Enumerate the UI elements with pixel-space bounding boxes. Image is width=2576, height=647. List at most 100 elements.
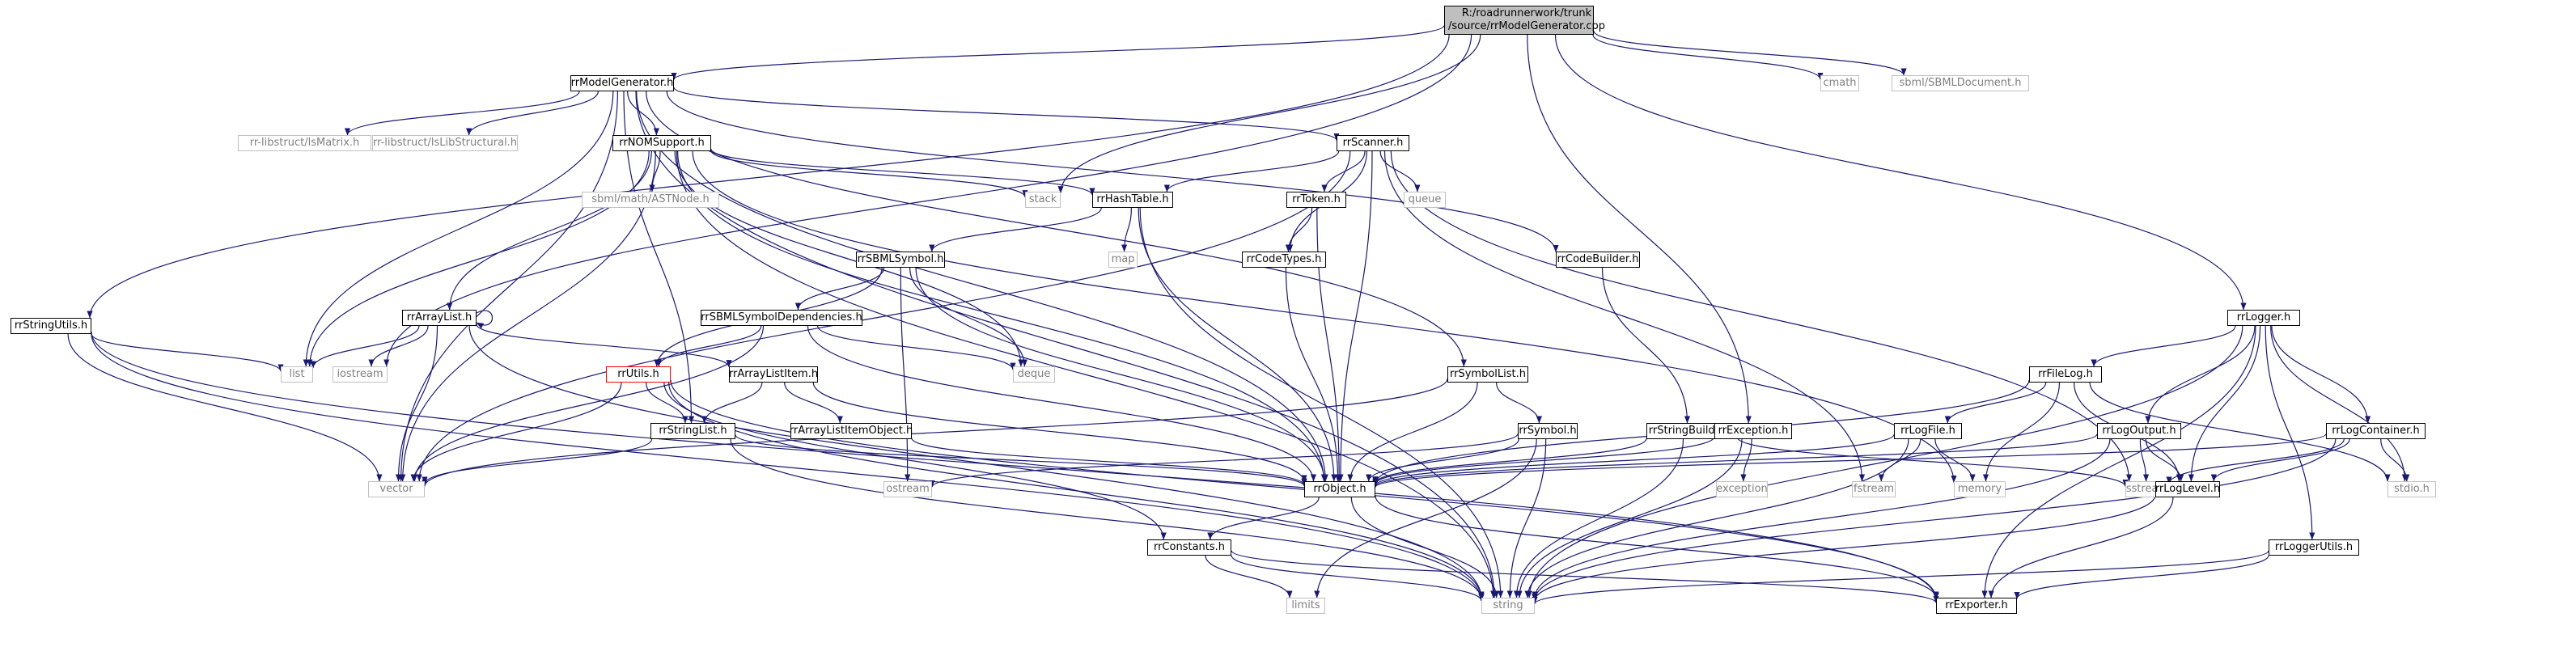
edge-arraylistitem-to-arraylistitemobj [784, 382, 843, 424]
edge-scanner-to-sstream [1390, 150, 2133, 482]
node-iostream: iostream [333, 366, 388, 383]
node-symbollist[interactable]: rrSymbolList.h [1447, 366, 1528, 383]
edge-logger-to-loglevel [2188, 325, 2261, 482]
edge-logfile-to-fstream [1878, 438, 1921, 482]
edge-logfile-to-memory [1934, 438, 1976, 482]
node-string: string [1481, 598, 1535, 614]
node-scanner[interactable]: rrScanner.h [1337, 135, 1409, 151]
node-stringlist[interactable]: rrStringList.h [650, 423, 735, 439]
node-label: rrHashTable.h [1096, 193, 1169, 205]
node-label: list [289, 368, 305, 380]
edge-filelog-to-memory [1982, 382, 2061, 482]
edge-logfile-to-object [1372, 433, 1895, 487]
edge-nomsupport-to-astnode [649, 150, 661, 192]
node-label: iostream [337, 368, 383, 380]
node-label: rrStringUtils.h [14, 319, 88, 332]
node-label: rrCodeTypes.h [1246, 253, 1322, 265]
node-loggerutils[interactable]: rrLoggerUtils.h [2269, 539, 2359, 556]
edge-logoutput-to-object [1372, 433, 2098, 488]
node-sbmldoc: sbml/SBMLDocument.h [1892, 75, 2029, 91]
node-label: rrToken.h [1292, 193, 1341, 205]
node-label: rrExporter.h [1945, 599, 2008, 611]
node-label: rrSymbolList.h [1450, 368, 1526, 380]
edge-nomsupport-to-string [676, 150, 1497, 598]
edge-arraylist-to-iostream [368, 325, 429, 367]
edge-utils-to-exporter [670, 379, 1939, 599]
edge-symdeps-to-vector [411, 325, 765, 482]
edge-nomsupport-to-hashtable [710, 149, 1095, 196]
node-object[interactable]: rrObject.h [1304, 481, 1375, 497]
node-codetypes[interactable]: rrCodeTypes.h [1242, 252, 1326, 268]
node-symdeps[interactable]: rrSBMLSymbolDependencies.h [701, 310, 862, 326]
node-exception[interactable]: rrException.h [1714, 423, 1792, 439]
node-arraylistitem[interactable]: rrArrayListItem.h [729, 366, 818, 383]
edge-logger-to-logoutput [2145, 325, 2256, 424]
edge-codebuilder-to-stringbuilder [1601, 267, 1691, 424]
edge-modelgen-to-codebuilder [666, 91, 1559, 253]
node-memory: memory [1954, 481, 2006, 497]
node-loglevel[interactable]: rrLogLevel.h [2155, 481, 2220, 497]
edge-logger-to-exporter [1981, 325, 2256, 598]
node-logger[interactable]: rrLogger.h [2227, 310, 2300, 326]
node-label: sbml/math/ASTNode.h [591, 193, 710, 205]
edge-symbollist-to-symbol [1496, 382, 1542, 424]
node-label: sbml/SBMLDocument.h [1899, 77, 2022, 89]
node-stack: stack [1025, 192, 1061, 208]
node-limits: limits [1286, 598, 1325, 614]
edge-arraylistitem-to-object [812, 382, 1307, 483]
node-label: rrLogOutput.h [2102, 425, 2176, 437]
edge-stringutils-to-vector [67, 333, 383, 482]
node-label: /source/rrModelGenerator.cpp [1448, 20, 1606, 32]
node-modelgen[interactable]: rrModelGenerator.h [570, 75, 674, 91]
node-constants[interactable]: rrConstants.h [1147, 539, 1231, 556]
node-logoutput[interactable]: rrLogOutput.h [2097, 423, 2181, 439]
node-filelog[interactable]: rrFileLog.h [2029, 366, 2102, 383]
node-label: rrScanner.h [1342, 137, 1404, 149]
node-astnode: sbml/math/ASTNode.h [582, 192, 719, 208]
edge-logger-to-loggerutils [2265, 325, 2315, 540]
node-label: limits [1291, 599, 1320, 611]
node-label: cmath [1823, 77, 1857, 89]
edge-loggerutils-to-exporter [2014, 555, 2269, 599]
edge-utils-to-constants [663, 382, 1167, 540]
node-label: rrSBMLSymbolDependencies.h [701, 311, 862, 324]
node-label: rrLogFile.h [1900, 425, 1955, 437]
node-nomsupport[interactable]: rrNOMSupport.h [612, 135, 711, 151]
edge-scanner-to-queue [1379, 150, 1421, 192]
edge-object-to-string [1350, 497, 1500, 598]
node-symbol[interactable]: rrSymbol.h [1518, 423, 1578, 439]
node-label: rrSymbol.h [1519, 425, 1577, 437]
node-codebuilder[interactable]: rrCodeBuilder.h [1556, 252, 1640, 268]
edge-root-to-logger [1554, 34, 2247, 311]
node-arraylistitemobj[interactable]: rrArrayListItemObject.h [790, 423, 913, 439]
node-hashtable[interactable]: rrHashTable.h [1092, 192, 1173, 208]
edge-logcontainer-to-object [1372, 433, 2327, 488]
edge-loggerutils-to-string [1532, 550, 2269, 605]
node-utils[interactable]: rrUtils.h [606, 366, 671, 383]
node-label: queue [1408, 193, 1442, 205]
edge-hashtable-to-sbmlsymbol [929, 207, 1102, 252]
node-token[interactable]: rrToken.h [1286, 192, 1346, 208]
edge-logoutput-to-sstream [2139, 438, 2150, 482]
node-logcontainer[interactable]: rrLogContainer.h [2326, 423, 2426, 439]
node-stringutils[interactable]: rrStringUtils.h [11, 318, 91, 334]
edge-root-to-sbmldoc [1593, 30, 1907, 76]
node-logfile[interactable]: rrLogFile.h [1894, 423, 1962, 439]
node-fstream: fstream [1852, 481, 1896, 497]
edge-nomsupport-to-vector [400, 150, 656, 482]
node-sbmlsymbol[interactable]: rrSBMLSymbol.h [856, 252, 945, 268]
edge-object-to-exporter [1375, 496, 1939, 599]
node-label: rrLogContainer.h [2332, 425, 2420, 437]
node-arraylist[interactable]: rrArrayList.h [402, 310, 477, 326]
edge-logger-to-logcontainer [2271, 325, 2371, 424]
node-lslib: rr-libstruct/lsLibStructural.h [372, 135, 518, 151]
edge-arraylist-to-list [310, 325, 420, 369]
edge-sbmlsymbol-to-object [915, 267, 1328, 482]
edge-filelog-to-logfile [1944, 382, 2047, 424]
node-label: rrFileLog.h [2038, 368, 2093, 380]
node-exporter[interactable]: rrExporter.h [1936, 598, 2017, 614]
node-label: R:/roadrunnerwork/trunk [1461, 7, 1592, 19]
node-lsmatrix: rr-libstruct/lsMatrix.h [238, 135, 371, 151]
edge-symdeps-to-deque [817, 325, 1016, 370]
node-label: stack [1028, 193, 1057, 205]
